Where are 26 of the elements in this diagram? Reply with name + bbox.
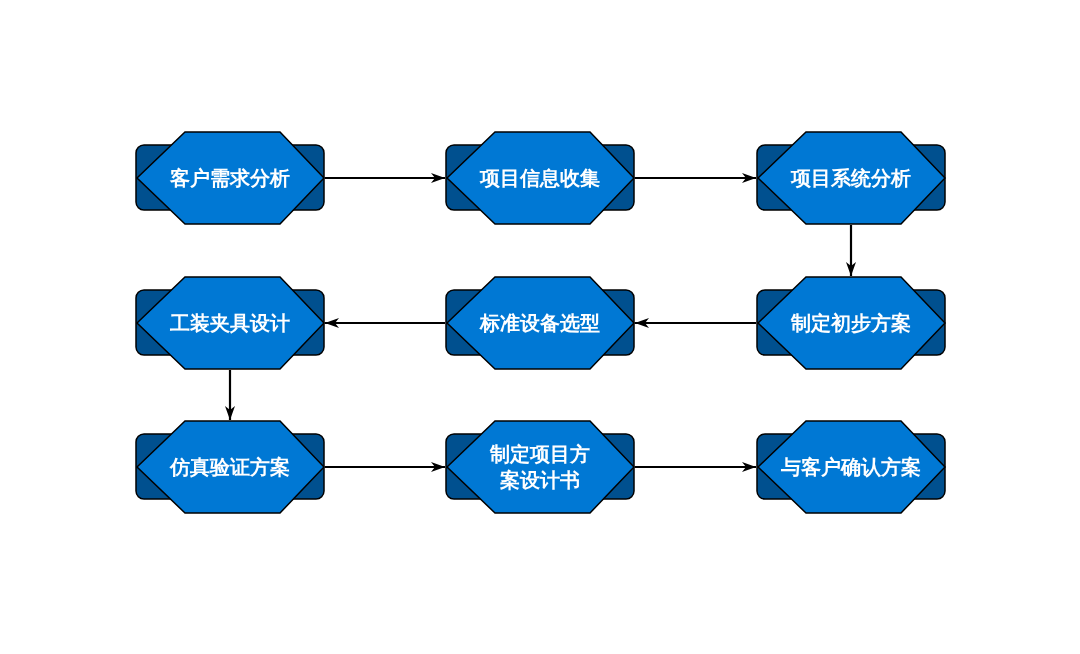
- arrow: [635, 318, 756, 328]
- box-label: 与客户确认方案: [781, 454, 921, 480]
- box-label: 仿真验证方案: [170, 454, 290, 480]
- arrow: [846, 225, 856, 276]
- hexagon-box: [445, 131, 635, 225]
- arrow: [325, 318, 445, 328]
- arrow: [325, 173, 445, 183]
- arrow: [325, 462, 445, 472]
- arrow: [635, 462, 756, 472]
- box-label: 客户需求分析: [170, 165, 290, 191]
- hexagon-box: [135, 131, 325, 225]
- arrow: [635, 173, 756, 183]
- box-label: 工装夹具设计: [170, 310, 290, 336]
- hexagon-box: [135, 420, 325, 514]
- arrow: [225, 370, 235, 420]
- box-label: 制定初步方案: [791, 310, 911, 336]
- box-label: 标准设备选型: [480, 310, 600, 336]
- hexagon-box: [756, 276, 946, 370]
- box-label: 项目系统分析: [791, 165, 911, 191]
- box-label: 项目信息收集: [480, 165, 600, 191]
- hexagon-box: [756, 420, 946, 514]
- hexagon-box: [445, 420, 635, 514]
- box-label: 制定项目方案设计书: [489, 441, 591, 493]
- hexagon-box: [756, 131, 946, 225]
- hexagon-box: [445, 276, 635, 370]
- hexagon-box: [135, 276, 325, 370]
